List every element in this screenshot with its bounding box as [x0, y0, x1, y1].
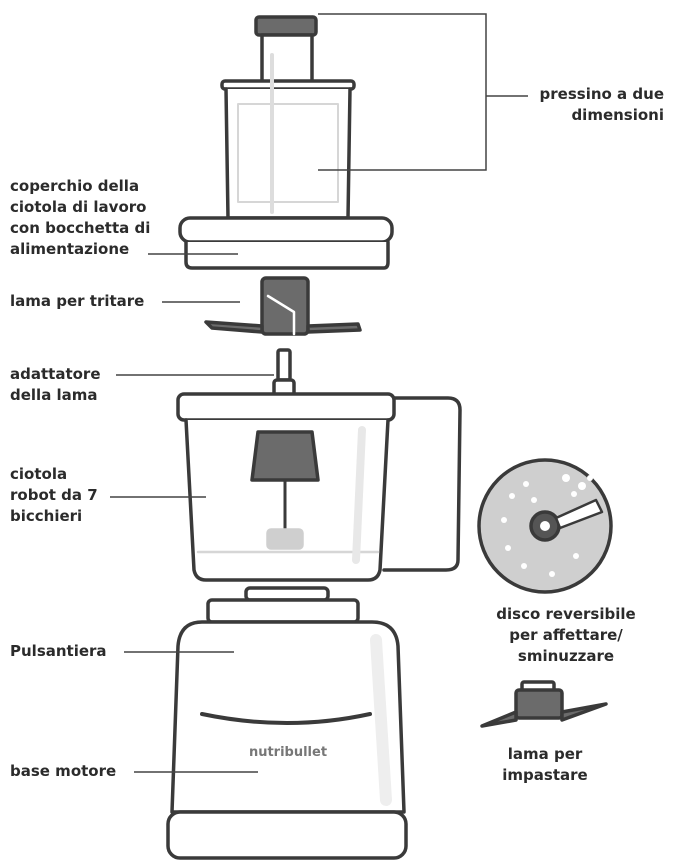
label-chopping-blade: lama per tritare — [10, 292, 145, 310]
label-dough-blade: lama per impastare — [502, 745, 588, 784]
label-bowl: ciotola robot da 7 bicchieri — [10, 465, 98, 525]
label-motor-base: base motore — [10, 762, 117, 780]
chopping-blade-illustration — [204, 276, 362, 336]
label-control-panel: Pulsantiera — [10, 642, 107, 660]
brand-logo-text: nutribullet — [249, 745, 327, 760]
pusher-illustration — [220, 15, 356, 220]
control-panel-illustration — [206, 586, 360, 624]
motor-base-illustration — [166, 620, 408, 860]
disc-illustration — [477, 458, 613, 594]
pusher-leader-line — [318, 13, 487, 171]
dough-blade-illustration — [480, 680, 608, 728]
lid-illustration — [178, 216, 394, 270]
label-pusher: pressino a due dimensioni — [539, 85, 664, 124]
bowl-illustration — [176, 392, 462, 582]
label-lid: coperchio della ciotola di lavoro con bo… — [10, 177, 151, 258]
label-blade-adapter: adattatore della lama — [10, 365, 101, 404]
label-disc: disco reversibile per affettare/ sminuzz… — [496, 605, 636, 665]
